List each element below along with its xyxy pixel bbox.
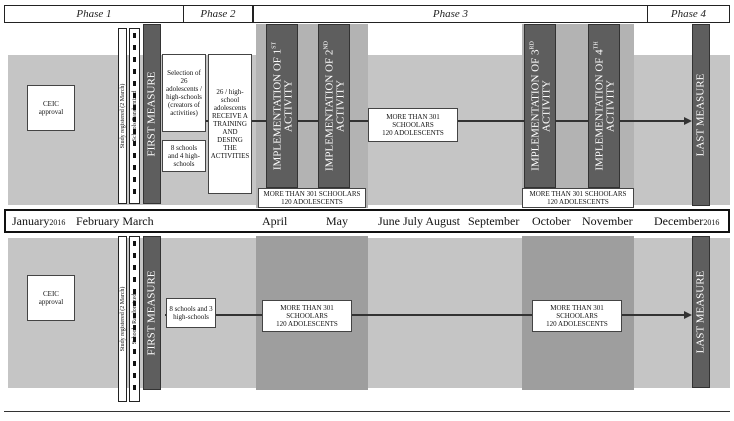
top-first-measure-bar: FIRST MEASURE: [143, 24, 161, 204]
bottom-study-registered-strip: Study registered (2 March): [118, 236, 127, 402]
phase-header: Phase 1 Phase 2 Phase 3 Phase 4: [4, 5, 730, 23]
top-selection-box: Selection of 26 adolescents / high-schoo…: [162, 54, 206, 132]
top-first-measure-label: FIRST MEASURE: [145, 71, 158, 157]
timeline-april: April: [262, 214, 288, 228]
month-timeline: January2016 February March April May Jun…: [4, 209, 730, 233]
bottom-last-measure-label: LAST MEASURE: [694, 270, 707, 354]
phase-1-label: Phase 1: [5, 6, 184, 22]
top-randomized-dash-pattern: [133, 33, 136, 199]
bottom-first-measure-bar: FIRST MEASURE: [143, 236, 161, 390]
bottom-rule: [4, 411, 730, 412]
top-arrow-head: [684, 117, 692, 125]
bottom-ceic-approval-box: CEIC approval: [27, 275, 75, 321]
bottom-last-measure-bar: LAST MEASURE: [692, 236, 710, 388]
top-schools-randomized-strip: Schools Randomized: [129, 28, 140, 204]
bottom-arrow-head: [684, 311, 692, 319]
timeline-october: October: [532, 214, 571, 228]
top-training-box: 26 / high-school adolescents RECEIVE A T…: [208, 54, 252, 194]
top-last-measure-bar: LAST MEASURE: [692, 24, 710, 206]
top-study-registered-text: Study registered (2 March): [119, 83, 126, 149]
top-ceic-approval-box: CEIC approval: [27, 85, 75, 131]
bottom-study-registered-text: Study registered (2 March): [119, 286, 126, 352]
top-last-measure-label: LAST MEASURE: [694, 73, 707, 157]
bottom-schools-randomized-text: Schools Randomized: [131, 293, 138, 345]
phase-3-label: Phase 3: [254, 6, 648, 22]
bottom-randomized-dash-pattern: [133, 241, 136, 397]
top-study-registered-strip: Study registered (2 March): [118, 28, 127, 204]
timeline-november: November: [582, 214, 633, 228]
timeline-february-march: February March: [76, 214, 154, 228]
bottom-arrow-line: [165, 314, 685, 316]
bottom-first-measure-label: FIRST MEASURE: [145, 270, 158, 356]
phase-4-label: Phase 4: [670, 8, 707, 20]
timeline-december: December2016: [654, 214, 720, 228]
phase-2-label: Phase 2: [184, 6, 254, 22]
timeline-may: May: [326, 214, 348, 228]
timeline-september: September: [468, 214, 520, 228]
bottom-schools-box: 8 schools and 3 high-schools: [166, 298, 216, 328]
top-schools-box: 8 schools and 4 high-schools: [162, 140, 206, 172]
top-schools-randomized-text: Schools Randomized: [131, 90, 138, 142]
timeline-june-july-august: June July August: [378, 214, 461, 228]
bottom-schools-randomized-strip: Schools Randomized: [129, 236, 140, 402]
timeline-january: January2016: [12, 214, 66, 228]
